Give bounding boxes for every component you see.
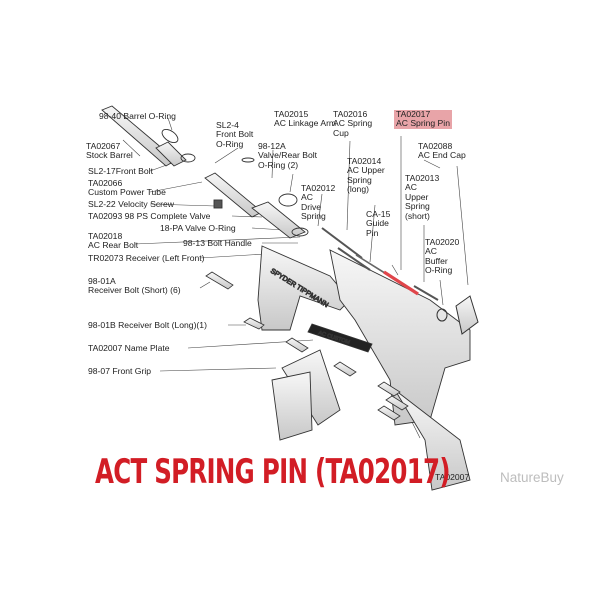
label-barrel-oring: 98-40 Barrel O-Ring (99, 111, 176, 121)
ac-kit-group (321, 227, 479, 335)
watermark: NatureBuy (500, 470, 564, 485)
label-ac-spring-pin: TA02017 AC Spring Pin (394, 109, 452, 129)
label-receiver-bolt-short: 98-01A Receiver Bolt (Short) (6) (88, 276, 181, 296)
label-guide-pin: CA-15 Guide Pin (366, 209, 391, 238)
label-ac-spring-cup: TA02016 AC Spring Cup (333, 109, 373, 138)
label-ac-upper-spring-short: TA02013 AC Upper Spring (short) (405, 173, 440, 221)
label-receiver-bolt-long: 98-01B Receiver Bolt (Long)(1) (88, 320, 207, 330)
spring-pin-part (383, 270, 419, 296)
barrel-group (101, 105, 309, 239)
label-ac-end-cap: TA02088 AC End Cap (418, 141, 466, 161)
grip-group (271, 349, 341, 441)
label-front-grip: 98-07 Front Grip (88, 366, 152, 376)
label-front-bolt-oring: SL2-4 Front Bolt O-Ring (216, 120, 254, 149)
label-velocity-screw: SL2-22 Velocity Screw (88, 199, 174, 209)
label-custom-power-tube: TA02066 Custom Power Tube (88, 178, 166, 198)
label-front-bolt: SL2-17Front Bolt (88, 166, 153, 176)
label-name-plate: TA02007 Name Plate (88, 343, 170, 353)
caption-title: ACT SPRING PIN (TA02017) (95, 452, 451, 492)
label-ac-rear-bolt: TA02018 AC Rear Bolt (88, 231, 139, 251)
label-ac-buffer-oring: TA02020 AC Buffer O-Ring (425, 237, 460, 276)
label-grip-part: TA02007 (435, 472, 470, 482)
label-ac-linkage-arm: TA02015 AC Linkage Arm (274, 109, 337, 129)
label-valve-rear-bolt-oring: 98-12A Valve/Rear Bolt O-Ring (2) (258, 141, 318, 170)
label-ac-drive-spring: TA02012 AC Drive Spring (301, 183, 336, 222)
label-ps-complete-valve: TA02093 98 PS Complete Valve (88, 211, 211, 221)
label-ac-upper-spring-long: TA02014 AC Upper Spring (long) (347, 156, 385, 195)
screws-group (205, 271, 409, 421)
label-bolt-handle: 98-13 Bolt Handle (183, 238, 252, 248)
label-receiver-left-front: TR02073 Receiver (Left Front) (88, 253, 205, 263)
label-valve-oring: 18-PA Valve O-Ring (160, 223, 236, 233)
label-stock-barrel: TA02067 Stock Barrel (86, 141, 133, 161)
